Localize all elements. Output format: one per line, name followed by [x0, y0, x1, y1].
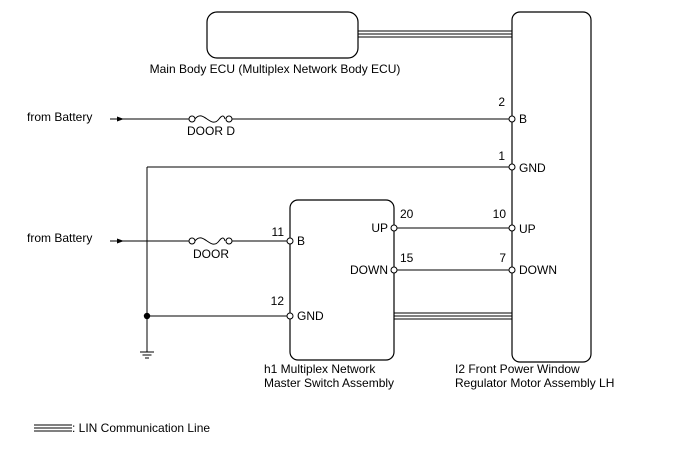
- master-switch-box: [289, 199, 395, 361]
- switch-pin-b-number: 11: [272, 225, 285, 239]
- main-body-ecu-box: [206, 11, 359, 59]
- regulator-pin-up-number: 10: [493, 207, 507, 221]
- fuse-door-d-symbol: [188, 115, 233, 123]
- switch-pin-gnd-name: GND: [297, 309, 324, 323]
- regulator-pin-down-terminal: [508, 266, 516, 274]
- regulator-pin-down-name: DOWN: [519, 263, 557, 277]
- switch-pin-up-terminal: [390, 224, 398, 232]
- ground-line: [146, 166, 512, 352]
- regulator-pin-b-terminal: [508, 115, 516, 123]
- regulator-pin-b-number: 2: [498, 95, 505, 109]
- regulator-pin-down-number: 7: [499, 251, 506, 265]
- switch-pin-down-terminal: [390, 266, 398, 274]
- fuse-door-d-label: DOOR D: [187, 124, 235, 138]
- master-switch-label-line2: Master Switch Assembly: [264, 376, 394, 390]
- switch-pin-gnd-number: 12: [271, 294, 285, 308]
- regulator-pin-gnd-number: 1: [498, 149, 505, 163]
- battery-label-bottom: from Battery: [27, 231, 92, 245]
- switch-pin-gnd-terminal: [286, 312, 294, 320]
- main-body-ecu-label: Main Body ECU (Multiplex Network Body EC…: [150, 62, 401, 76]
- battery-line-top: [110, 116, 512, 122]
- battery-label-top: from Battery: [27, 110, 92, 124]
- switch-pin-up-number: 20: [400, 207, 414, 221]
- regulator-pin-b-name: B: [519, 112, 527, 126]
- switch-pin-b-terminal: [286, 237, 294, 245]
- regulator-motor-label-line2: Regulator Motor Assembly LH: [455, 376, 614, 390]
- fuse-door-label: DOOR: [193, 247, 229, 261]
- master-switch-label-line1: h1 Multiplex Network: [264, 362, 376, 376]
- battery-line-bottom: [110, 238, 290, 244]
- regulator-pin-gnd-terminal: [508, 163, 516, 171]
- lin-legend-label: : LIN Communication Line: [72, 421, 210, 435]
- regulator-pin-up-name: UP: [519, 222, 536, 236]
- switch-pin-down-number: 15: [400, 251, 414, 265]
- regulator-motor-box: [511, 11, 592, 363]
- regulator-pin-up-terminal: [508, 224, 516, 232]
- lin-line-ecu-to-regulator: [358, 30, 512, 38]
- switch-pin-b-name: B: [297, 234, 305, 248]
- fuse-door-symbol: [188, 237, 233, 245]
- switch-pin-down-name: DOWN: [350, 263, 388, 277]
- ground-icon: [140, 351, 154, 359]
- switch-pin-up-name: UP: [371, 221, 388, 235]
- regulator-motor-label-line1: I2 Front Power Window: [455, 362, 580, 376]
- lin-legend-symbol: [34, 424, 72, 432]
- lin-line-switch-to-regulator: [394, 312, 512, 320]
- regulator-pin-gnd-name: GND: [519, 161, 546, 175]
- ground-junction-dot: [143, 312, 151, 320]
